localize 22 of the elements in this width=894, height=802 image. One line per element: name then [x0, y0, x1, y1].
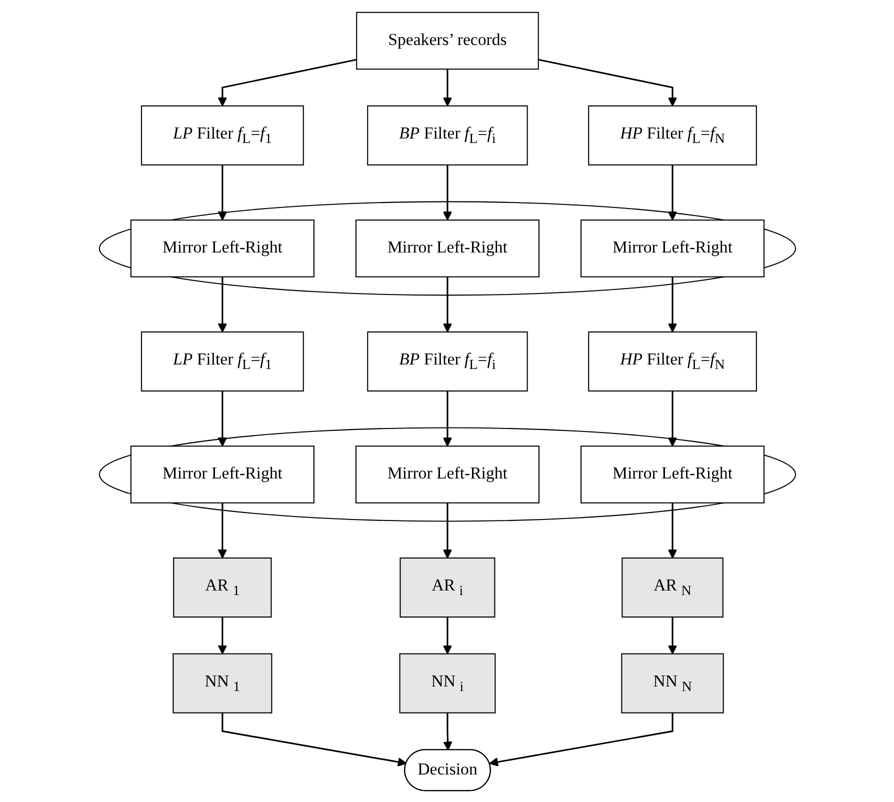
arrow [442, 616, 452, 654]
node-box: NN $_{1}$ [172, 652, 272, 713]
arrow [488, 712, 673, 766]
arrow [217, 616, 227, 654]
node-box: NN $_{N}$ [620, 652, 724, 713]
node-box: AR $_{i}$ [399, 557, 495, 618]
node-box: NN $_{i}$ [398, 652, 496, 713]
arrow [221, 712, 406, 766]
node-box: LP Filter f$_{L}$=f$_{1}$ [140, 330, 304, 392]
arrow [442, 68, 452, 106]
node-box: HP Filter f$_{L}$=f$_{N}$ [588, 330, 756, 392]
arrow [442, 712, 452, 750]
arrow [217, 58, 356, 106]
node-box: LP Filter f$_{L}$=f$_{1}$ [140, 104, 304, 165]
arrow [538, 58, 677, 106]
node-box: BP Filter f$_{L}$=f$_{i}$ [366, 104, 528, 165]
node-box: AR $_{N}$ [621, 557, 723, 618]
node-box: BP Filter f$_{L}$=f$_{i}$ [366, 330, 528, 392]
node-box: HP Filter f$_{L}$=f$_{N}$ [588, 104, 756, 165]
arrow [667, 616, 677, 654]
node-box: Speakers’ records [356, 11, 538, 70]
node-box: AR $_{1}$ [172, 557, 272, 618]
